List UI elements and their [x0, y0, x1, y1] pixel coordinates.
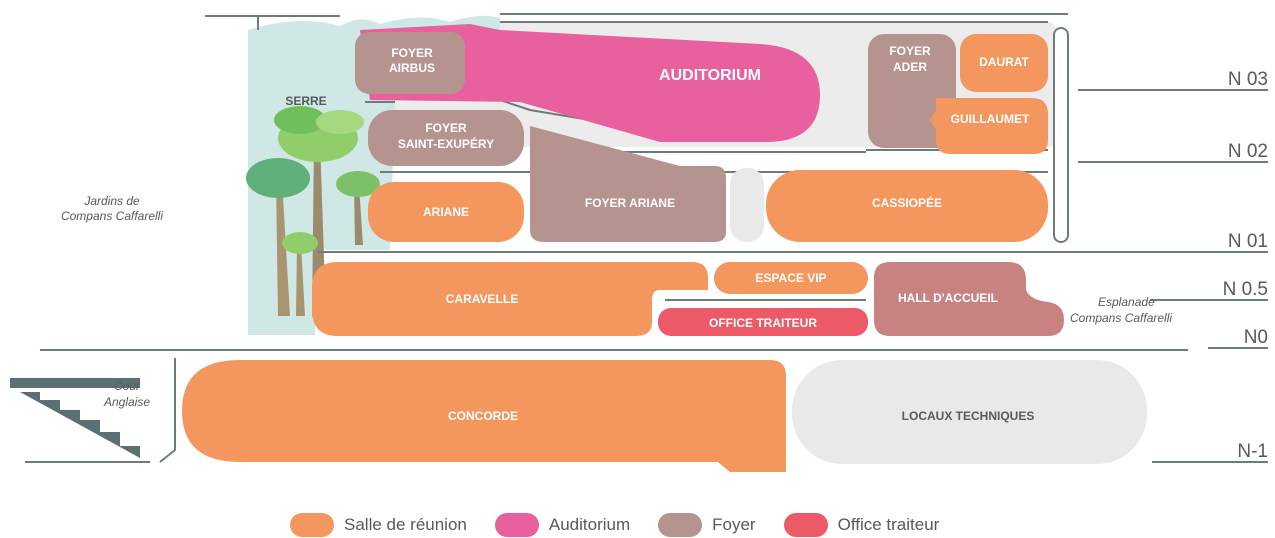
esplanade-label-1: Esplanade [1098, 295, 1155, 309]
hall-accueil-label: HALL D'ACCUEIL [898, 291, 998, 305]
hall-accueil-room [874, 262, 1064, 336]
level-n05-label: N 0.5 [1223, 279, 1268, 300]
cour-label-1: Cour [114, 379, 141, 393]
foyer-saint-exupery-room [368, 110, 524, 166]
legend-swatch-salle [290, 513, 334, 537]
serre-label: SERRE [285, 94, 326, 108]
legend-label-auditorium: Auditorium [548, 515, 631, 534]
level-nm1-label: N-1 [1237, 441, 1268, 462]
foyer-airbus-label-1: FOYER [391, 46, 433, 60]
legend-item-foyer: Foyer [658, 513, 756, 537]
caravelle-room [312, 262, 708, 336]
guillaumet-room [930, 98, 1048, 154]
legend-label-traiteur: Office traiteur [837, 515, 940, 534]
palm-leaves-2 [246, 158, 310, 198]
level-n03-label: N 03 [1228, 69, 1268, 90]
legend-label-salle: Salle de réunion [344, 515, 467, 534]
cassiopee-label: CASSIOPÉE [872, 195, 942, 210]
auditorium-label: AUDITORIUM [659, 67, 761, 84]
legend-item-traiteur: Office traiteur [783, 513, 940, 537]
foyer-airbus-room [355, 32, 465, 94]
palm-trunk-2 [276, 180, 290, 316]
foyer-ader-label-1: FOYER [889, 44, 931, 58]
legend: Salle de réunion Auditorium Foyer Office… [290, 512, 967, 538]
legend-item-auditorium: Auditorium [494, 513, 631, 537]
ariane-label: ARIANE [423, 205, 469, 219]
daurat-label: DAURAT [979, 55, 1029, 69]
legend-item-salle: Salle de réunion [290, 513, 467, 537]
legend-swatch-auditorium [494, 513, 539, 537]
locaux-techniques-label: LOCAUX TECHNIQUES [902, 409, 1035, 423]
level-n0-label: N0 [1244, 327, 1268, 348]
office-traiteur-room [658, 308, 868, 336]
caravelle-label: CARAVELLE [446, 292, 518, 306]
legend-swatch-traiteur [783, 513, 828, 537]
foyer-ariane-room [530, 126, 726, 242]
cassiopee-room [766, 170, 1048, 242]
daurat-room [960, 34, 1048, 92]
esplanade-label-2: Compans Caffarelli [1070, 311, 1172, 325]
cour-label-2: Anglaise [103, 395, 150, 409]
palm-trunk-4 [296, 245, 305, 316]
legend-swatch-foyer [658, 513, 703, 537]
foyer-ariane-label: FOYER ARIANE [585, 196, 675, 210]
concorde-room [182, 360, 786, 472]
separator-column [730, 168, 764, 242]
palm-leaves-1b [274, 106, 326, 134]
guillaumet-label: GUILLAUMET [951, 112, 1030, 126]
office-traiteur-label: OFFICE TRAITEUR [709, 316, 817, 330]
cour-anglaise-staircase [10, 378, 140, 458]
legend-label-foyer: Foyer [712, 515, 756, 534]
jardins-label-1: Jardins de [83, 194, 140, 208]
foyer-saint-exupery-label-2: SAINT-EXUPÉRY [398, 136, 494, 151]
palm-leaves-1c [316, 110, 364, 134]
espace-vip-label: ESPACE VIP [755, 271, 826, 285]
locaux-techniques-room [792, 360, 1147, 464]
foyer-airbus-label-2: AIRBUS [389, 61, 435, 75]
palm-leaves-4 [282, 232, 318, 254]
ariane-room [368, 182, 524, 242]
palm-leaves-3 [336, 171, 380, 197]
espace-vip-room [714, 262, 868, 294]
foyer-ader-label-2: ADER [893, 60, 927, 74]
level-n02-label: N 02 [1228, 141, 1268, 162]
auditorium-room [360, 24, 820, 142]
concorde-label: CONCORDE [448, 409, 518, 423]
palm-trunk-3 [354, 185, 363, 245]
foyer-saint-exupery-label-1: FOYER [425, 121, 467, 135]
level-n01-label: N 01 [1228, 231, 1268, 252]
palm-trees-illustration [246, 106, 380, 316]
jardins-label-2: Compans Caffarelli [61, 209, 163, 223]
